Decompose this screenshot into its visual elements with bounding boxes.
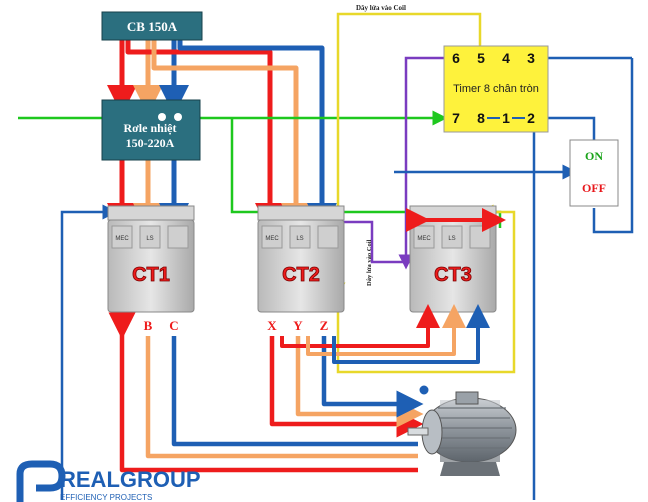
motor [407,384,517,476]
timer-pin: 1 [502,110,510,126]
contactor-small-text: MEC [115,236,129,242]
contactor-ct2: MEC LS CT2 X Y Z [257,205,345,333]
contactor-small-text: MEC [265,236,279,242]
contactor-small-text: MEC [417,236,431,242]
motor-terminal-icon [418,384,430,396]
relay-contact-dot [174,113,182,121]
timer-pin: 4 [502,50,510,66]
timer-pin: 6 [452,50,460,66]
timer-title: Timer 8 chân tròn [453,83,539,95]
terminal-label: Z [320,318,329,333]
relay-contact-dot [158,113,166,121]
terminal-label: Y [293,318,303,333]
company-logo: REALGROUP EFFICIENCY PROJECTS [16,460,201,502]
on-off-switch[interactable]: ON OFF [569,139,619,207]
control-purple-wires [342,56,452,270]
circuit-breaker-label: CB 150A [127,19,178,34]
terminal-label: X [267,318,277,333]
timer-pin: 3 [527,50,535,66]
contactor-ct1-label: CT1 [132,264,170,286]
timer-pin: 5 [477,50,485,66]
contactor-ct2-label: CT2 [282,264,320,286]
timer-relay: Timer 8 chân tròn 6 5 4 3 7 8 1 2 [443,45,549,133]
timer-pin: 2 [527,110,535,126]
switch-on-label: ON [585,149,603,163]
logo-brand: REALGROUP [60,467,201,492]
contactor-brand: LS [448,236,455,242]
contactor-brand: LS [146,236,153,242]
terminal-label: B [144,318,153,333]
star-wires [280,304,490,364]
circuit-breaker: CB 150A [101,11,203,41]
timer-pin: 7 [452,110,460,126]
timer-pin: 8 [477,110,485,126]
cb-to-ct2-wires [125,40,337,233]
contactor-ct3-label: CT3 [434,264,472,286]
thermal-relay: Rơle nhiệt 150-220A [101,99,201,161]
logo-tagline: EFFICIENCY PROJECTS [60,493,152,502]
contactor-ct3: MEC LS CT3 [406,205,506,313]
control-blue-wires [60,50,634,500]
switch-off-label: OFF [582,181,606,195]
contactor-ct1: MEC LS CT1 A B C [107,205,195,333]
contactor-brand: LS [296,236,303,242]
thermal-relay-line2: 150-220A [126,136,175,150]
motor-wires [108,312,424,473]
coil-wire-label-side: Dây lửa vào Coil [366,239,373,286]
thermal-relay-line1: Rơle nhiệt [124,121,177,135]
terminal-label: C [169,318,178,333]
coil-wire-label-top: Dây lửa vào Coil [356,4,406,12]
